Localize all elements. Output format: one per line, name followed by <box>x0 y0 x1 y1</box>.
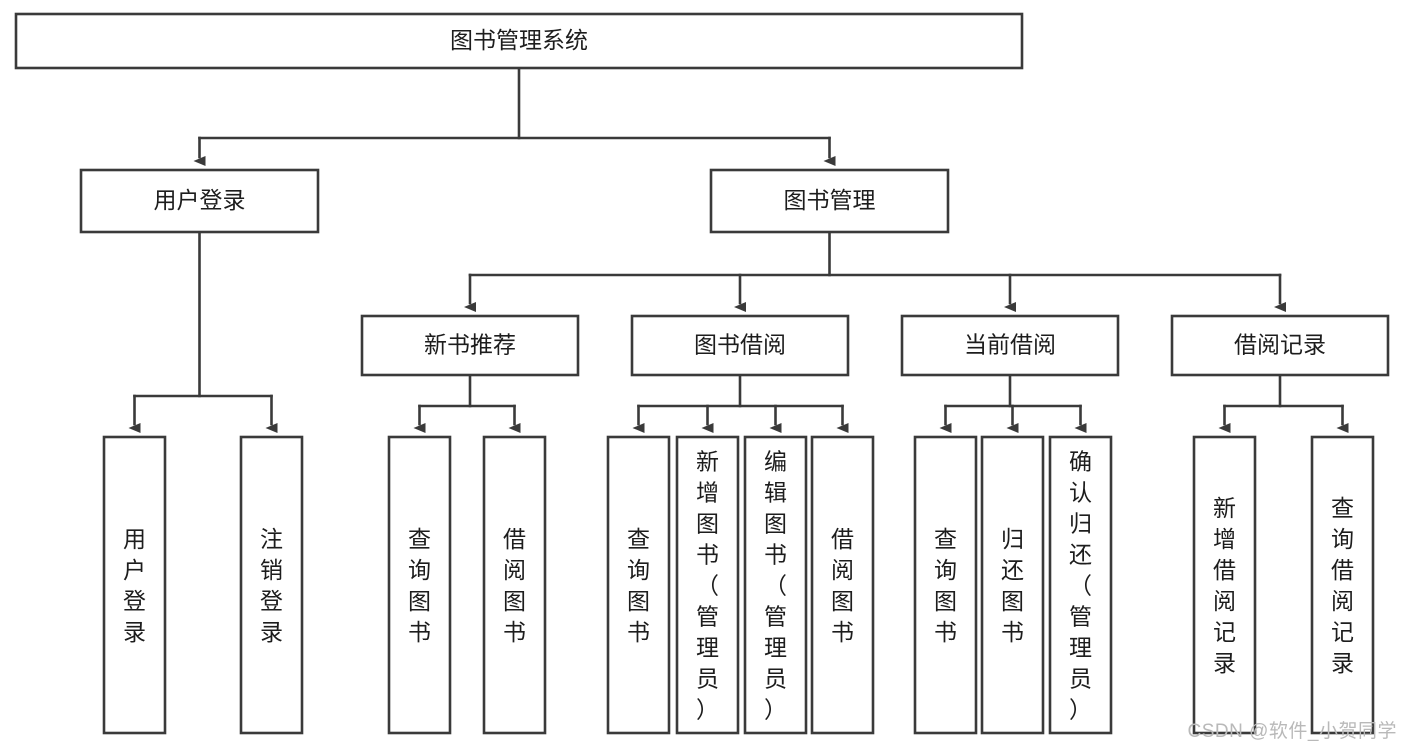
node-label: 新增图书（管理员） <box>696 449 719 723</box>
node-box <box>743 435 808 735</box>
node-box <box>810 435 875 735</box>
node-box <box>102 435 167 735</box>
node-label: 借阅图书 <box>503 526 526 645</box>
node-l3_1[interactable]: 图书借阅 <box>630 314 850 377</box>
node-label: 图书管理系统 <box>450 27 588 53</box>
node-box <box>709 168 950 234</box>
watermark-label: CSDN @软件_小贺同学 <box>1187 721 1397 742</box>
node-l3_2[interactable]: 当前借阅 <box>900 314 1120 377</box>
node-l2_1[interactable]: 图书管理 <box>709 168 950 234</box>
node-label: 查询图书 <box>408 526 431 645</box>
node-leaf_9[interactable]: 归还图书 <box>980 435 1045 735</box>
node-l2_0[interactable]: 用户登录 <box>79 168 320 234</box>
node-leaf_2[interactable]: 查询图书 <box>387 435 452 735</box>
node-leaf_12[interactable]: 查询借阅记录 <box>1310 435 1375 735</box>
node-label: 查询借阅记录 <box>1331 495 1354 676</box>
node-box <box>630 314 850 377</box>
node-box <box>239 435 304 735</box>
node-label: 借阅记录 <box>1234 332 1326 358</box>
node-box <box>675 435 740 735</box>
node-box <box>1310 435 1375 735</box>
node-l3_0[interactable]: 新书推荐 <box>360 314 580 377</box>
node-label: 用户登录 <box>123 526 146 645</box>
node-label: 借阅图书 <box>831 526 854 645</box>
node-label: 当前借阅 <box>964 332 1056 358</box>
node-label: 图书管理 <box>784 187 876 213</box>
nodes-layer: 图书管理系统用户登录图书管理新书推荐图书借阅当前借阅借阅记录用户登录注销登录查询… <box>14 12 1390 735</box>
node-label: 确认归还（管理员） <box>1069 449 1092 723</box>
node-box <box>387 435 452 735</box>
node-label: 图书借阅 <box>694 332 786 358</box>
node-label: 用户登录 <box>154 187 246 213</box>
node-leaf_11[interactable]: 新增借阅记录 <box>1192 435 1257 735</box>
node-leaf_4[interactable]: 查询图书 <box>606 435 671 735</box>
node-box <box>1170 314 1390 377</box>
node-box <box>482 435 547 735</box>
node-label: 新书推荐 <box>424 332 516 358</box>
node-leaf_10[interactable]: 确认归还（管理员） <box>1048 435 1113 735</box>
node-box <box>360 314 580 377</box>
node-leaf_6[interactable]: 编辑图书（管理员） <box>743 435 808 735</box>
node-leaf_7[interactable]: 借阅图书 <box>810 435 875 735</box>
node-leaf_8[interactable]: 查询图书 <box>913 435 978 735</box>
node-leaf_5[interactable]: 新增图书（管理员） <box>675 435 740 735</box>
node-root[interactable]: 图书管理系统 <box>14 12 1024 70</box>
node-label: 查询图书 <box>934 526 957 645</box>
node-box <box>1192 435 1257 735</box>
node-label: 编辑图书（管理员） <box>764 449 787 723</box>
node-l3_3[interactable]: 借阅记录 <box>1170 314 1390 377</box>
node-box <box>913 435 978 735</box>
node-label: 新增借阅记录 <box>1213 495 1236 676</box>
node-leaf_0[interactable]: 用户登录 <box>102 435 167 735</box>
node-leaf_3[interactable]: 借阅图书 <box>482 435 547 735</box>
node-label: 归还图书 <box>1001 526 1024 645</box>
node-box <box>14 12 1024 70</box>
node-box <box>606 435 671 735</box>
node-box <box>1048 435 1113 735</box>
node-label: 注销登录 <box>260 526 283 645</box>
node-box <box>980 435 1045 735</box>
edges-layer <box>128 66 1349 433</box>
node-box <box>79 168 320 234</box>
node-label: 查询图书 <box>627 526 650 645</box>
node-leaf_1[interactable]: 注销登录 <box>239 435 304 735</box>
node-box <box>900 314 1120 377</box>
